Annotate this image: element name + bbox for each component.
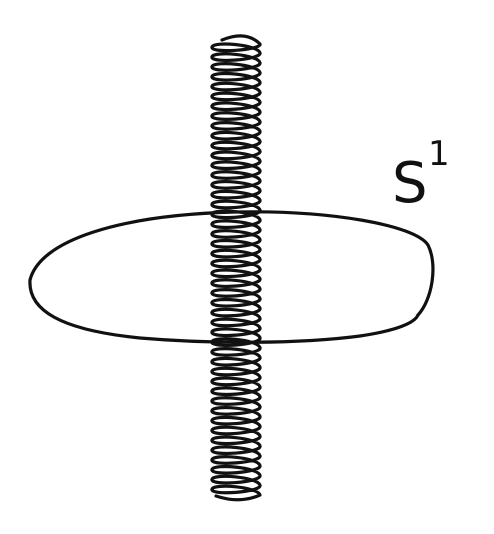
helix-path (210, 34, 262, 502)
circle-label-superscript: 1 (428, 134, 450, 174)
circle-label-letter: S (392, 151, 428, 216)
circle-label: S 1 (392, 134, 450, 216)
circle-front-arc (28, 278, 420, 344)
circle-back-arc (28, 210, 435, 317)
helix-coil (210, 34, 262, 502)
